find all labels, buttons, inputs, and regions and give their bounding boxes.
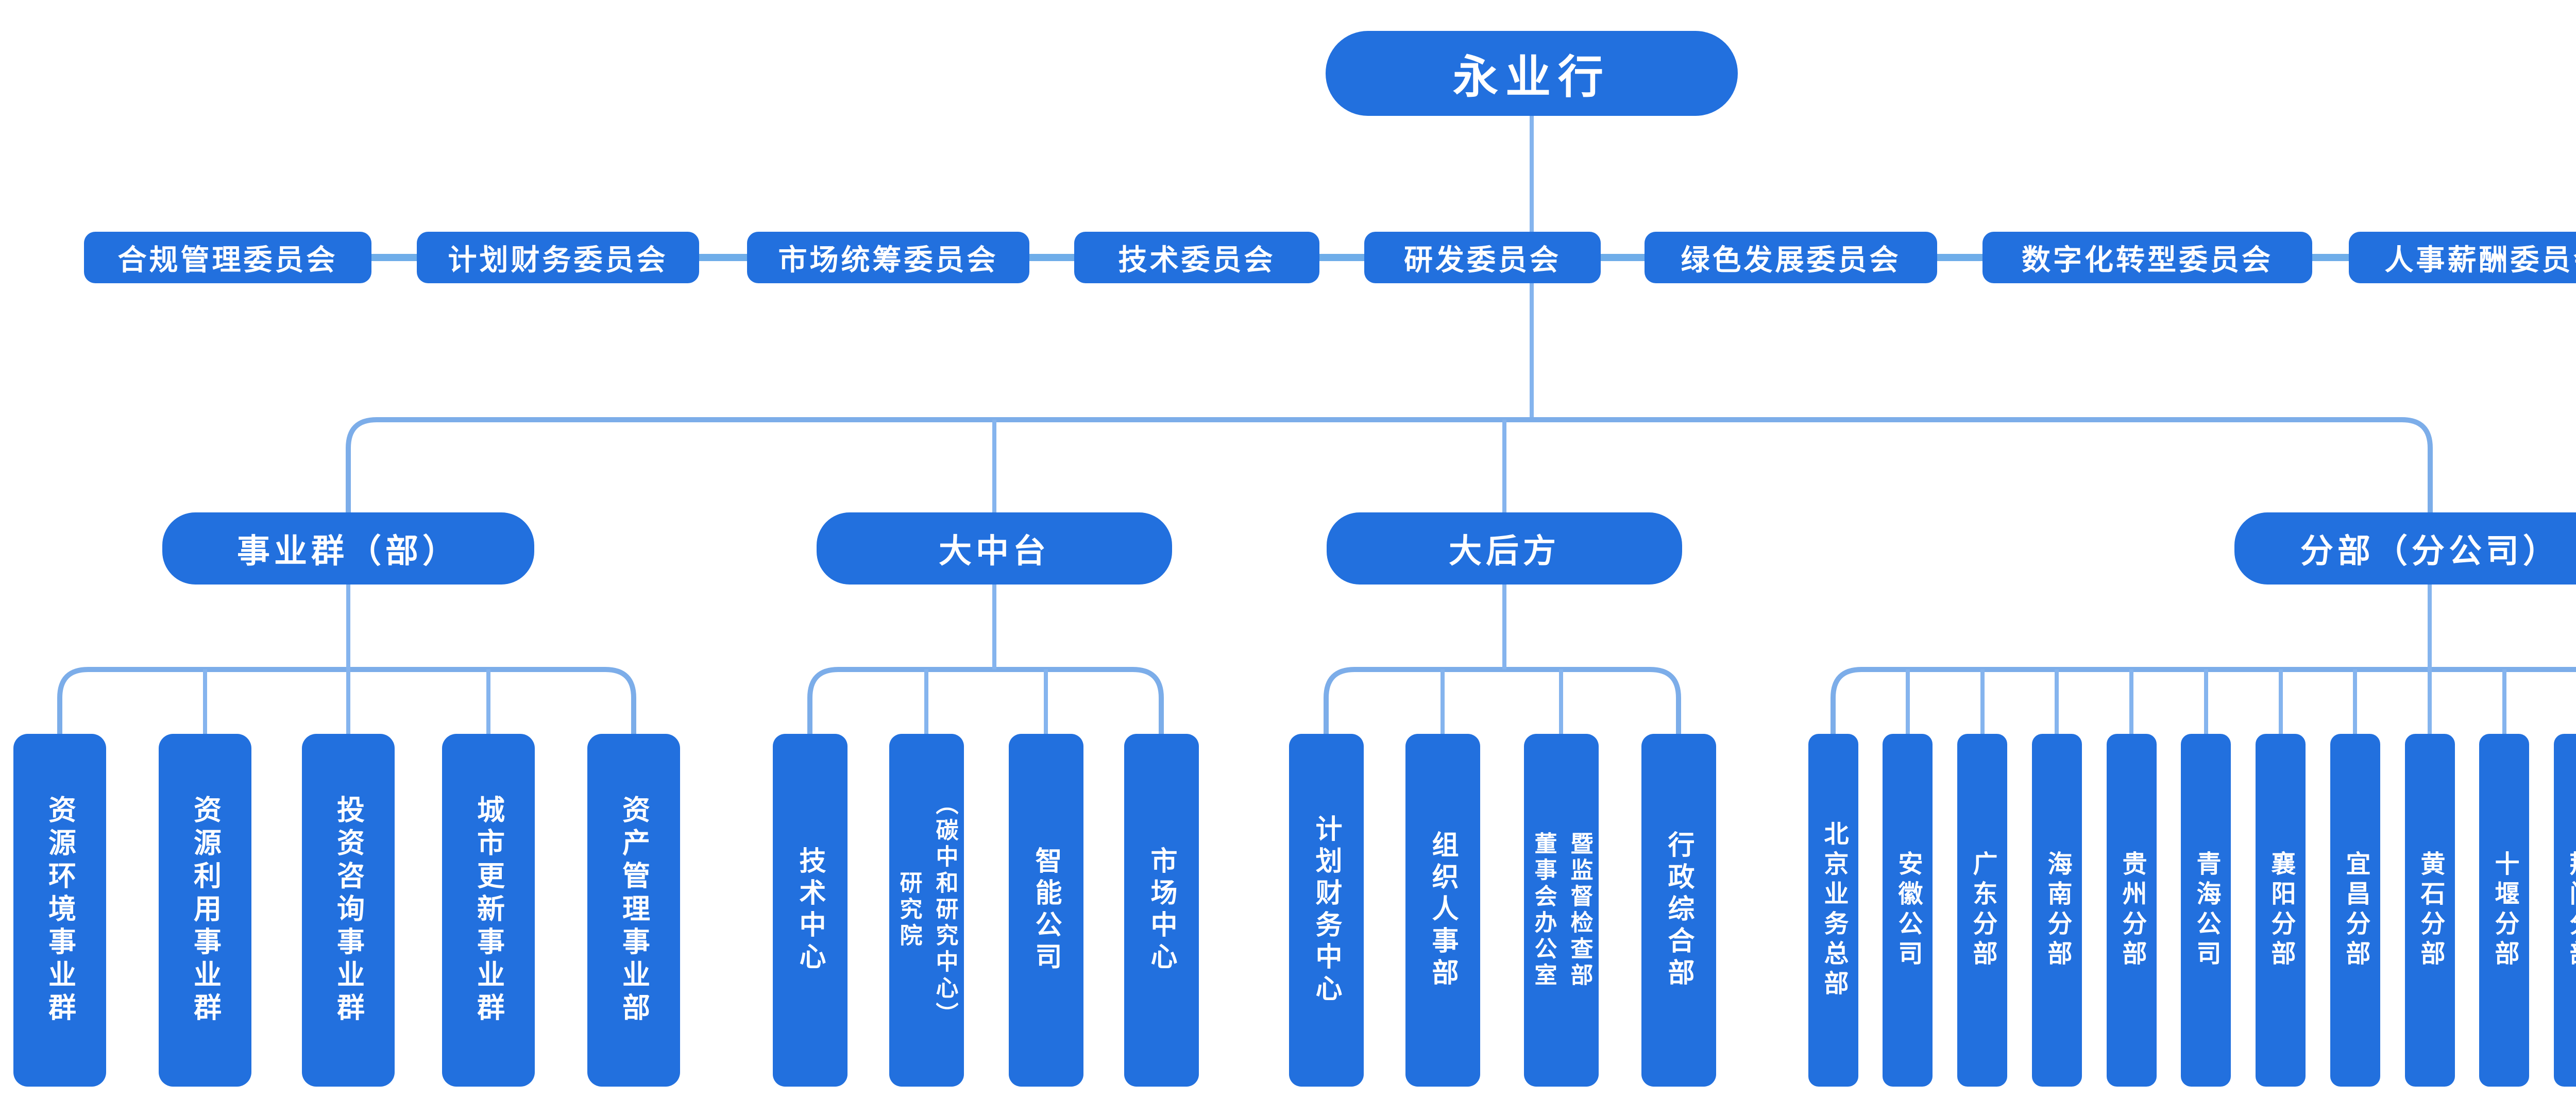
org-unit-node[interactable]: 组织人事部 <box>1405 734 1480 1087</box>
org-unit-node[interactable]: 技术中心 <box>773 734 848 1087</box>
committee-label: 计划财务委员会 <box>448 243 668 276</box>
org-unit-label: 安徽公司 <box>1894 850 1922 970</box>
org-unit-label: 宜昌分部 <box>2342 850 2369 970</box>
committee-label: 技术委员会 <box>1118 243 1276 276</box>
org-unit-label: 董事会办公室 <box>1531 831 1556 989</box>
org-unit-node[interactable]: 黄石分部 <box>2405 734 2455 1087</box>
org-unit-label: 市场中心 <box>1146 846 1176 974</box>
committee-node[interactable]: 数字化转型委员会 <box>1982 232 2312 283</box>
committee-node[interactable]: 研发委员会 <box>1364 232 1601 283</box>
group-label: 事业群（部） <box>237 532 460 570</box>
org-unit-label: 十堰分部 <box>2490 850 2518 970</box>
org-unit-label: 计划财务中心 <box>1311 814 1341 1006</box>
org-unit-node[interactable]: 十堰分部 <box>2479 734 2529 1087</box>
org-unit-node[interactable]: 行政综合部 <box>1641 734 1716 1087</box>
org-unit-label: 广东分部 <box>1969 850 1996 970</box>
group-label: 分部（分公司） <box>2300 532 2560 570</box>
org-unit-node[interactable]: 广东分部 <box>1957 734 2007 1087</box>
committee-label: 研发委员会 <box>1404 243 1561 276</box>
org-unit-node[interactable]: 投资咨询事业群 <box>302 734 395 1087</box>
committee-node[interactable]: 人事薪酬委员会 <box>2349 232 2576 283</box>
root-node[interactable]: 永业行 <box>1326 31 1738 116</box>
org-unit-label: 研究院 <box>896 871 922 950</box>
org-unit-node[interactable]: 襄阳分部 <box>2256 734 2306 1087</box>
sub-bus <box>807 667 1164 734</box>
org-unit-label: 襄阳分部 <box>2267 850 2295 970</box>
committee-node[interactable]: 市场统筹委员会 <box>747 232 1029 283</box>
committee-node[interactable]: 计划财务委员会 <box>417 232 699 283</box>
org-unit-node[interactable]: 市场中心 <box>1124 734 1199 1087</box>
org-unit-node[interactable]: 北京业务总部 <box>1808 734 1858 1087</box>
org-unit-label: 暨监督检查部 <box>1567 831 1592 989</box>
group-label: 大中台 <box>939 532 1050 570</box>
org-unit-label: 海南分部 <box>2043 850 2071 970</box>
org-unit-node[interactable]: 城市更新事业群 <box>442 734 535 1087</box>
org-unit-node[interactable]: 研究院 （碳中和研究中心） <box>889 734 964 1087</box>
org-unit-label: 技术中心 <box>795 846 825 974</box>
org-unit-label: 资源利用事业群 <box>189 795 221 1026</box>
group-label: 大后方 <box>1449 532 1560 570</box>
org-unit-node[interactable]: 安徽公司 <box>1883 734 1933 1087</box>
org-unit-node[interactable]: 资产管理事业部 <box>587 734 680 1087</box>
org-unit-label: 资源环境事业群 <box>44 795 75 1026</box>
org-unit-node[interactable]: 贵州分部 <box>2107 734 2157 1087</box>
org-unit-label: 智能公司 <box>1031 846 1061 974</box>
sub-bus <box>1324 667 1681 734</box>
group-bus <box>346 417 2433 512</box>
org-unit-label: 荆门分部 <box>2565 850 2576 970</box>
committee-label: 人事薪酬委员会 <box>2384 243 2576 276</box>
org-unit-node[interactable]: 海南分部 <box>2032 734 2082 1087</box>
org-unit-label: 黄石分部 <box>2416 850 2444 970</box>
org-unit-label: 北京业务总部 <box>1820 820 1848 1000</box>
group-node-branches[interactable]: 分部（分公司） <box>2234 512 2576 585</box>
org-unit-node[interactable]: 宜昌分部 <box>2330 734 2380 1087</box>
root-node-label: 永业行 <box>1452 51 1611 102</box>
org-unit-label: 组织人事部 <box>1428 830 1458 990</box>
org-unit-label: 资产管理事业部 <box>618 795 649 1026</box>
committee-label: 绿色发展委员会 <box>1681 243 1901 276</box>
committee-node[interactable]: 合规管理委员会 <box>84 232 371 283</box>
org-unit-label: （碳中和研究中心） <box>932 792 958 1028</box>
org-unit-label: 行政综合部 <box>1664 830 1693 990</box>
org-unit-label: 城市更新事业群 <box>472 795 504 1026</box>
group-node-business-groups[interactable]: 事业群（部） <box>162 512 534 585</box>
org-unit-label: 贵州分部 <box>2118 850 2146 970</box>
org-unit-label: 青海公司 <box>2192 850 2220 970</box>
group-node-middle-platform[interactable]: 大中台 <box>817 512 1172 585</box>
committee-label: 合规管理委员会 <box>117 243 338 276</box>
org-unit-node[interactable]: 资源环境事业群 <box>13 734 106 1087</box>
committee-label: 数字化转型委员会 <box>2022 243 2273 276</box>
org-unit-node[interactable]: 智能公司 <box>1009 734 1083 1087</box>
org-unit-node[interactable]: 资源利用事业群 <box>159 734 251 1087</box>
committee-label: 市场统筹委员会 <box>778 243 998 276</box>
org-unit-node[interactable]: 董事会办公室 暨监督检查部 <box>1524 734 1599 1087</box>
committee-node[interactable]: 技术委员会 <box>1074 232 1319 283</box>
org-unit-node[interactable]: 青海公司 <box>2181 734 2231 1087</box>
org-unit-label: 投资咨询事业群 <box>332 795 364 1026</box>
org-unit-node[interactable]: 计划财务中心 <box>1289 734 1364 1087</box>
committee-node[interactable]: 绿色发展委员会 <box>1645 232 1937 283</box>
group-node-back-office[interactable]: 大后方 <box>1327 512 1682 585</box>
org-unit-node[interactable]: 荆门分部 <box>2554 734 2576 1087</box>
